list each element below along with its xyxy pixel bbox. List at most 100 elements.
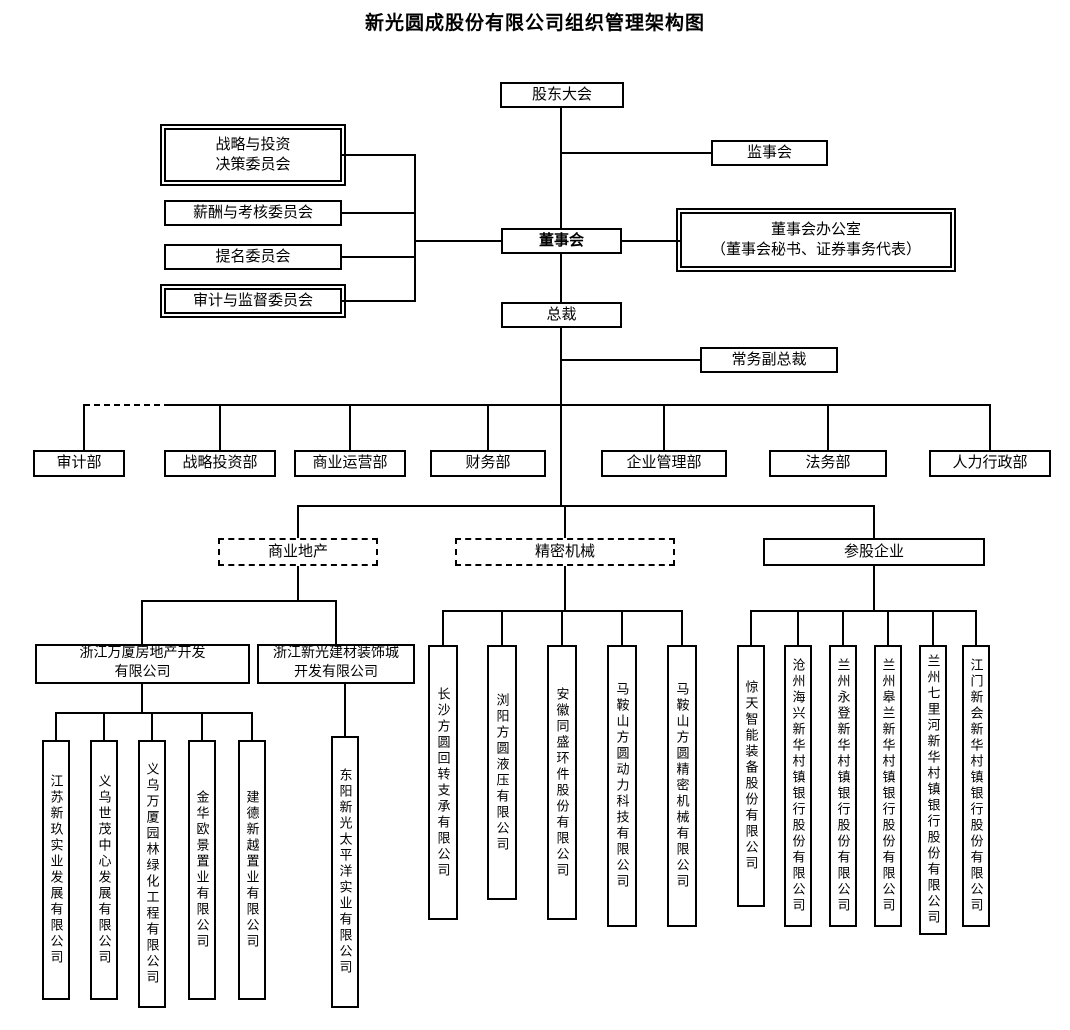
connector-line bbox=[414, 154, 416, 302]
connector-line bbox=[887, 610, 889, 645]
chart-title: 新光圆成股份有限公司组织管理架构图 bbox=[364, 13, 705, 34]
connector-line bbox=[297, 505, 875, 507]
connector-line bbox=[564, 566, 566, 610]
node-subsidiary: 马鞍山方圆精密机械有限公司 bbox=[667, 645, 697, 927]
connector-line bbox=[932, 610, 934, 645]
connector-line bbox=[342, 212, 414, 214]
subsidiary-label: 兰州皋兰新华村镇银行股份有限公司 bbox=[880, 658, 896, 914]
node-subsidiary: 兰州皋兰新华村镇银行股份有限公司 bbox=[874, 645, 902, 927]
node-subsidiary: 义乌万厦园林绿化工程有限公司 bbox=[138, 740, 166, 1008]
node-subsidiary: 马鞍山方圆动力科技有限公司 bbox=[607, 645, 637, 927]
connector-line bbox=[501, 610, 503, 645]
node-subsidiary: 兰州七里河新华村镇银行股份有限公司 bbox=[919, 645, 947, 935]
subsidiary-label: 江苏新玖实业发展有限公司 bbox=[48, 774, 64, 966]
subsidiary-label: 沧州海兴新华村镇银行股份有限公司 bbox=[790, 658, 806, 914]
connector-line bbox=[251, 712, 253, 740]
connector-line bbox=[975, 610, 977, 645]
connector-line bbox=[342, 256, 414, 258]
connector-line bbox=[297, 566, 299, 600]
node-subsidiary: 长沙方圆回转支承有限公司 bbox=[428, 645, 458, 920]
connector-line bbox=[349, 404, 351, 450]
connector-line bbox=[219, 404, 221, 450]
node-subsidiary: 金华欧景置业有限公司 bbox=[188, 740, 216, 1000]
node-subsidiary: 惊天智能装备股份有限公司 bbox=[737, 645, 765, 907]
node-dept-finance: 财务部 bbox=[430, 450, 546, 477]
connector-line bbox=[560, 359, 700, 361]
node-subsidiary: 江门新会新华村镇银行股份有限公司 bbox=[962, 645, 990, 927]
connector-line bbox=[560, 328, 562, 506]
node-dept-audit: 审计部 bbox=[33, 450, 125, 477]
subsidiary-label: 兰州永登新华村镇银行股份有限公司 bbox=[835, 658, 851, 914]
node-subsidiary: 建德新越置业有限公司 bbox=[238, 740, 266, 1000]
connector-line bbox=[873, 566, 875, 610]
subsidiary-label: 兰州七里河新华村镇银行股份有限公司 bbox=[925, 654, 941, 926]
connector-line bbox=[842, 610, 844, 645]
connector-line bbox=[560, 108, 562, 228]
node-dept-legal: 法务部 bbox=[769, 450, 887, 477]
node-segment-commercial-real-estate: 商业地产 bbox=[218, 538, 378, 566]
node-segment-invested-enterprises: 参股企业 bbox=[763, 538, 985, 566]
node-board-office: 董事会办公室 （董事会秘书、证券事务代表） bbox=[676, 208, 956, 272]
subsidiary-label: 江门新会新华村镇银行股份有限公司 bbox=[968, 658, 984, 914]
connector-line bbox=[750, 610, 977, 612]
subsidiary-label: 义乌世茂中心发展有限公司 bbox=[96, 774, 112, 966]
connector-line bbox=[342, 154, 414, 156]
connector-line bbox=[55, 712, 57, 740]
connector-line-dashed bbox=[84, 404, 170, 406]
connector-line bbox=[487, 404, 489, 450]
node-subsidiary: 浏阳方圆液压有限公司 bbox=[487, 645, 517, 900]
connector-line bbox=[560, 254, 562, 302]
node-dept-business-operations: 商业运营部 bbox=[294, 450, 406, 477]
connector-line bbox=[103, 712, 105, 740]
connector-line bbox=[750, 610, 752, 645]
connector-line bbox=[342, 300, 414, 302]
subsidiary-label: 安徽同盛环件股份有限公司 bbox=[554, 686, 570, 879]
connector-line bbox=[681, 610, 683, 645]
node-supervisory-board: 监事会 bbox=[711, 140, 828, 166]
subsidiary-label: 长沙方圆回转支承有限公司 bbox=[435, 686, 451, 879]
subsidiary-label: 义乌万厦园林绿化工程有限公司 bbox=[144, 762, 160, 986]
node-committee-strategy-investment: 战略与投资 决策委员会 bbox=[160, 124, 346, 186]
connector-line bbox=[663, 404, 665, 450]
node-company-wansha-real-estate: 浙江万厦房地产开发 有限公司 bbox=[35, 644, 250, 684]
node-executive-vice-president: 常务副总裁 bbox=[700, 347, 838, 373]
subsidiary-label: 马鞍山方圆精密机械有限公司 bbox=[674, 682, 690, 890]
connector-line bbox=[560, 152, 711, 154]
subsidiary-label: 东阳新光太平洋实业有限公司 bbox=[337, 768, 353, 976]
node-company-xinguang-building-materials: 浙江新光建材装饰城 开发有限公司 bbox=[257, 644, 415, 684]
node-subsidiary: 兰州永登新华村镇银行股份有限公司 bbox=[829, 645, 857, 927]
node-board-of-directors: 董事会 bbox=[501, 228, 622, 254]
node-subsidiary: 东阳新光太平洋实业有限公司 bbox=[331, 736, 359, 1008]
connector-line bbox=[297, 505, 299, 538]
connector-line bbox=[335, 600, 337, 644]
node-subsidiary: 江苏新玖实业发展有限公司 bbox=[42, 740, 70, 1000]
node-dept-enterprise-management: 企业管理部 bbox=[601, 450, 727, 477]
connector-line bbox=[141, 600, 143, 644]
connector-line bbox=[201, 712, 203, 740]
connector-line bbox=[442, 610, 444, 645]
connector-line bbox=[797, 610, 799, 645]
node-subsidiary: 沧州海兴新华村镇银行股份有限公司 bbox=[784, 645, 812, 927]
subsidiary-label: 浏阳方圆液压有限公司 bbox=[494, 692, 510, 853]
connector-line bbox=[83, 404, 85, 450]
node-dept-hr-admin: 人力行政部 bbox=[929, 450, 1051, 477]
subsidiary-label: 惊天智能装备股份有限公司 bbox=[743, 680, 759, 872]
connector-line bbox=[344, 684, 346, 736]
node-subsidiary: 义乌世茂中心发展有限公司 bbox=[90, 740, 118, 1000]
connector-line bbox=[564, 505, 566, 538]
node-committee-compensation-assessment: 薪酬与考核委员会 bbox=[164, 200, 342, 226]
connector-line bbox=[151, 712, 153, 740]
connector-line bbox=[622, 240, 680, 242]
connector-line bbox=[873, 505, 875, 538]
node-shareholders-meeting: 股东大会 bbox=[500, 82, 624, 108]
connector-line bbox=[141, 600, 337, 602]
connector-line bbox=[827, 404, 829, 450]
node-committee-nomination: 提名委员会 bbox=[164, 244, 342, 270]
connector-line bbox=[141, 684, 143, 712]
connector-line bbox=[415, 240, 501, 242]
node-president: 总裁 bbox=[501, 302, 622, 328]
connector-line bbox=[989, 404, 991, 450]
subsidiary-label: 金华欧景置业有限公司 bbox=[194, 790, 210, 950]
subsidiary-label: 马鞍山方圆动力科技有限公司 bbox=[614, 682, 630, 890]
